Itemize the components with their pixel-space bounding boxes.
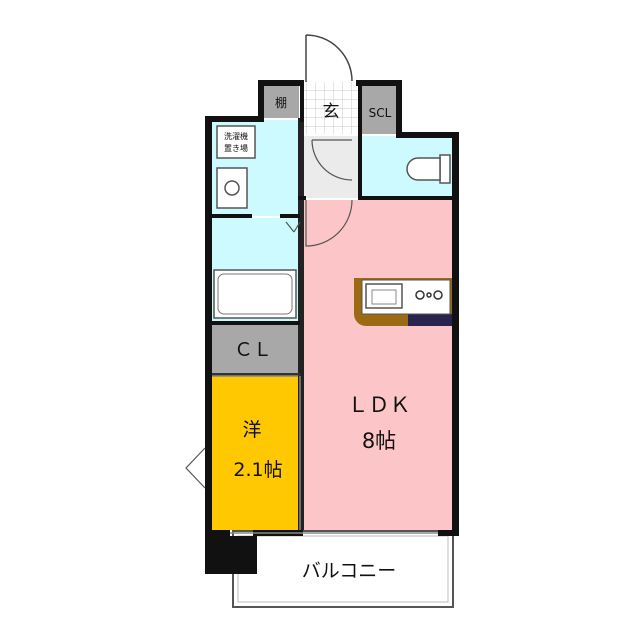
ldk-label: ＬＤＫ [348,393,411,417]
ldk-room [304,200,454,530]
walls [205,80,459,574]
washbasin-icon [216,167,248,209]
scl-box [361,86,399,134]
entrance-label: 玄 [323,102,340,122]
closet-room [212,325,300,375]
scl-label: SCL [369,106,392,120]
interior-doors [185,139,353,489]
front-door [305,34,353,82]
balcony-label: バルコニー [302,560,397,582]
entrance-tiles [304,82,358,134]
western-room [212,376,300,530]
shelf-box [263,86,299,118]
western-size: 2.1帖 [233,459,282,481]
washer-label-1: 洗濯機 [224,131,248,141]
sliding-tracks [212,375,438,534]
balcony [232,530,454,608]
stove-icon [415,290,443,300]
toilet-icon [406,154,451,184]
shelf-label: 棚 [275,95,287,110]
ldk-size: 8帖 [362,429,396,453]
closet-label: ＣＬ [234,339,272,361]
western-label: 洋 [242,419,261,441]
washer-label-2: 置き場 [224,143,248,153]
washer-space: 洗濯機 置き場 [216,125,256,159]
kitchen-counter [354,278,452,326]
bathtub-icon [213,269,297,319]
